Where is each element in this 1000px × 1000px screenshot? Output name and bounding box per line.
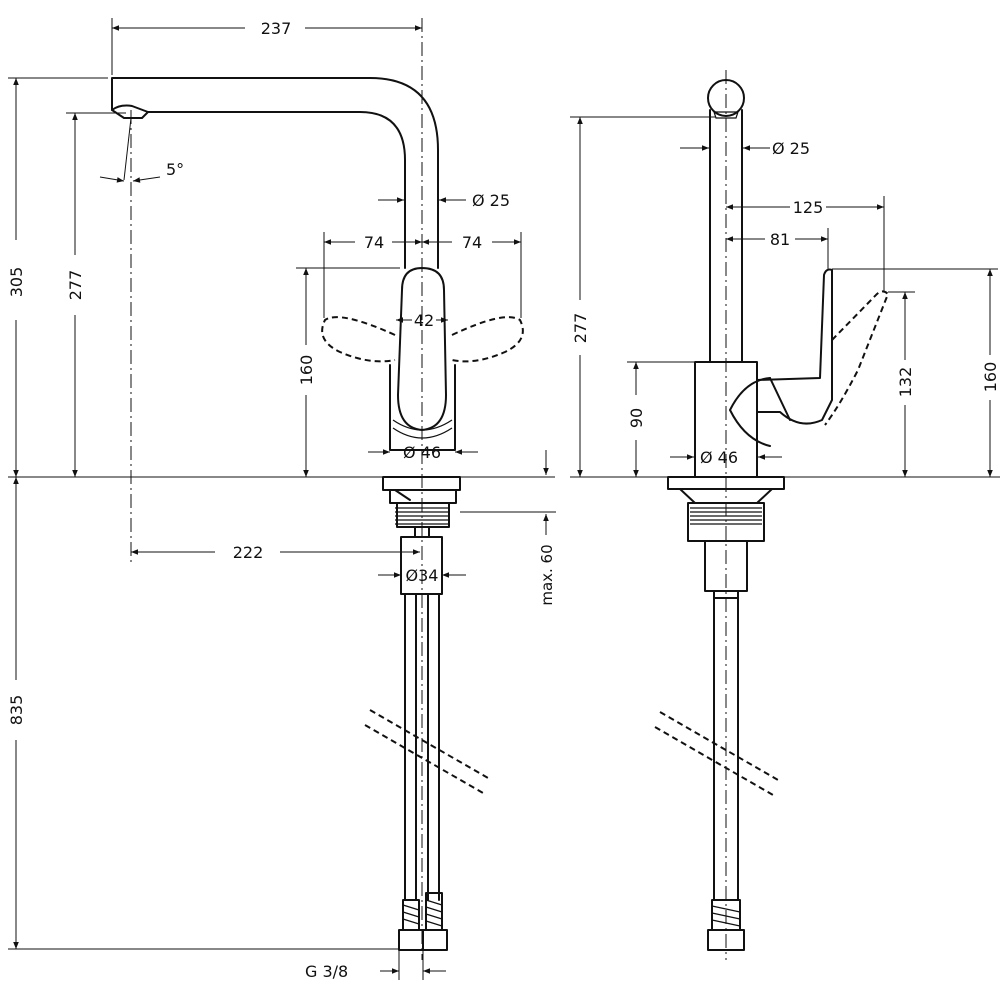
svg-text:81: 81 xyxy=(770,230,790,249)
svg-text:132: 132 xyxy=(896,367,915,398)
svg-text:305: 305 xyxy=(7,267,26,298)
front-view: 237 305 277 5° Ø 25 xyxy=(7,18,556,981)
side-dim-spout-diameter: Ø 25 xyxy=(680,139,810,158)
svg-text:90: 90 xyxy=(627,408,646,428)
dim-hose-length: 835 xyxy=(7,477,399,950)
svg-text:Ø 46: Ø 46 xyxy=(700,448,738,467)
svg-text:277: 277 xyxy=(66,270,85,301)
side-break-mark-2 xyxy=(654,726,774,796)
front-hose-right xyxy=(427,593,440,901)
dim-connection: G 3/8 xyxy=(305,950,446,981)
front-lever xyxy=(397,267,447,431)
svg-text:237: 237 xyxy=(261,19,292,38)
dim-max-thickness: max. 60 xyxy=(460,450,556,606)
side-dim-outlet-height: 277 xyxy=(570,116,716,477)
front-spout xyxy=(111,77,439,269)
side-dim-lever-height: 160 xyxy=(832,268,1000,477)
svg-text:835: 835 xyxy=(7,695,26,726)
side-dim-lever-reach-open: 125 xyxy=(726,196,885,292)
dim-shank-diameter: Ø34 xyxy=(378,566,466,585)
svg-text:160: 160 xyxy=(981,362,1000,393)
dim-total-height: 305 xyxy=(7,77,108,477)
side-dim-body-height: 90 xyxy=(627,361,694,477)
side-hose xyxy=(713,597,739,901)
side-dim-lever-open-height: 132 xyxy=(888,291,915,477)
front-lever-swing-right xyxy=(451,316,524,363)
dim-spout-diameter: Ø 25 xyxy=(378,191,510,210)
svg-text:125: 125 xyxy=(793,198,824,217)
side-dim-base-diameter: Ø 46 xyxy=(670,448,782,467)
svg-text:Ø 46: Ø 46 xyxy=(403,443,441,462)
front-hose-left xyxy=(404,593,417,901)
svg-text:Ø 25: Ø 25 xyxy=(772,139,810,158)
dim-base-diameter: Ø 46 xyxy=(368,443,478,462)
side-view: Ø 25 125 81 277 90 xyxy=(570,70,1000,960)
svg-text:max. 60: max. 60 xyxy=(538,544,556,605)
dim-angle: 5° xyxy=(99,160,184,183)
front-break-mark-2 xyxy=(364,724,484,794)
side-spout-tube xyxy=(709,109,743,363)
side-break-mark-1 xyxy=(659,711,779,781)
svg-text:Ø 25: Ø 25 xyxy=(472,191,510,210)
dim-lever-width: 42 xyxy=(396,311,448,330)
side-lever-swing xyxy=(824,290,890,426)
front-spout-outlet xyxy=(111,104,149,119)
front-lever-swing-left xyxy=(321,316,396,363)
front-hose-fittings xyxy=(398,892,448,951)
front-break-mark-1 xyxy=(369,709,489,779)
svg-text:42: 42 xyxy=(414,311,434,330)
dim-lever-spread: 74 74 xyxy=(323,232,522,318)
dim-outlet-height: 277 xyxy=(66,112,126,477)
svg-text:160: 160 xyxy=(297,355,316,386)
svg-text:222: 222 xyxy=(233,543,264,562)
svg-text:74: 74 xyxy=(462,233,482,252)
svg-text:74: 74 xyxy=(364,233,384,252)
svg-text:Ø34: Ø34 xyxy=(406,566,439,585)
dim-spout-reach: 237 xyxy=(111,18,422,75)
svg-text:277: 277 xyxy=(571,313,590,344)
svg-text:5°: 5° xyxy=(166,160,184,179)
dim-outlet-to-hole: 222 xyxy=(131,543,420,562)
svg-text:G 3/8: G 3/8 xyxy=(305,962,348,981)
side-dim-lever-reach: 81 xyxy=(726,228,829,270)
dim-lever-height: 160 xyxy=(296,267,400,477)
side-lever xyxy=(756,268,833,425)
